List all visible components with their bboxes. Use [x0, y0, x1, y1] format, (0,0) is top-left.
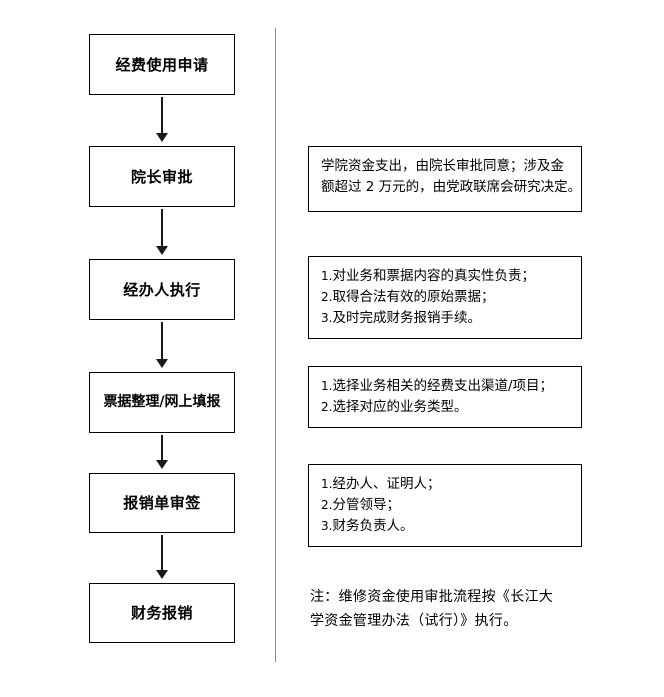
annotation-line-text: 学院资金支出，由院长审批同意；涉及金	[321, 158, 564, 174]
annotation-list-number: 1.	[321, 269, 333, 283]
annotation-line-text: 选择业务相关的经费支出渠道/项目；	[332, 378, 554, 394]
arrow-shaft	[161, 97, 163, 133]
annotation-line: 2.取得合法有效的原始票据；	[321, 287, 570, 308]
arrow-shaft	[161, 535, 163, 570]
flow-arrow-down-icon-1	[156, 97, 168, 142]
annotation-list-number: 1.	[321, 477, 333, 491]
process-box-label: 经办人执行	[123, 280, 201, 299]
annotation-line: 2.选择对应的业务类型。	[321, 397, 570, 418]
footnote-line-text: 注：维修资金使用审批流程按《长江大	[310, 589, 554, 605]
process-box-label: 报销单审签	[123, 494, 201, 512]
arrow-shaft	[161, 435, 163, 460]
arrow-head	[156, 246, 168, 255]
process-box-1: 经费使用申请	[89, 34, 235, 95]
annotation-list-number: 1.	[321, 379, 333, 393]
flow-arrow-down-icon-2	[156, 209, 168, 255]
process-box-5: 报销单审签	[89, 473, 235, 533]
arrow-shaft	[161, 322, 163, 359]
annotation-line: 额超过 2 万元的，由党政联席会研究决定。	[321, 177, 581, 198]
annotation-list-number: 2.	[321, 289, 333, 304]
annotation-line-text: 经办人、证明人；	[332, 476, 441, 492]
arrow-head	[156, 133, 168, 142]
process-box-3: 经办人执行	[89, 259, 235, 320]
annotation-line: 1.经办人、证明人；	[321, 474, 570, 495]
annotation-list-number: 3.	[321, 518, 333, 533]
annotation-line-text: 选择对应的业务类型。	[332, 398, 468, 415]
footnote-line-text: 学资金管理办法（试行）》执行。	[310, 612, 518, 629]
column-divider-line	[275, 28, 276, 662]
annotation-footnote: 注：维修资金使用审批流程按《长江大学资金管理办法（试行）》执行。	[310, 586, 590, 634]
process-box-label: 经费使用申请	[115, 55, 209, 74]
annotation-line: 3.财务负责人。	[321, 516, 570, 537]
annotation-line: 2.分管领导；	[321, 495, 570, 516]
flow-arrow-down-icon-5	[156, 535, 168, 579]
annotation-line: 学院资金支出，由院长审批同意；涉及金	[321, 156, 570, 177]
annotation-line: 1.对业务和票据内容的真实性负责；	[321, 266, 570, 287]
annotation-line-text: 分管领导；	[332, 496, 400, 513]
process-box-label: 票据整理/网上填报	[103, 394, 221, 411]
arrow-head	[156, 570, 168, 579]
process-box-2: 院长审批	[89, 146, 235, 207]
annotation-handler-duties: 1.对业务和票据内容的真实性负责；2.取得合法有效的原始票据；3.及时完成财务报…	[308, 256, 582, 339]
footnote-line: 注：维修资金使用审批流程按《长江大	[310, 586, 590, 610]
annotation-list-number: 2.	[321, 399, 333, 414]
flow-arrow-down-icon-4	[156, 435, 168, 469]
annotation-list-number: 2.	[321, 497, 333, 512]
annotation-line-text: 财务负责人。	[332, 517, 414, 534]
annotation-line-text: 取得合法有效的原始票据；	[332, 288, 495, 305]
annotation-list-number: 3.	[321, 310, 333, 325]
annotation-line-text: 额超过 2 万元的，由党政联席会研究决定。	[321, 178, 582, 195]
arrow-shaft	[161, 209, 163, 246]
arrow-head	[156, 359, 168, 368]
annotation-signatories: 1.经办人、证明人；2.分管领导；3.财务负责人。	[308, 464, 582, 547]
annotation-line: 3.及时完成财务报销手续。	[321, 308, 570, 329]
process-box-4: 票据整理/网上填报	[89, 372, 235, 433]
process-box-6: 财务报销	[89, 583, 235, 643]
annotation-line-text: 及时完成财务报销手续。	[332, 309, 481, 326]
arrow-head	[156, 460, 168, 469]
annotation-online-filing: 1.选择业务相关的经费支出渠道/项目；2.选择对应的业务类型。	[308, 366, 582, 428]
process-box-label: 院长审批	[130, 167, 193, 186]
process-box-label: 财务报销	[130, 604, 193, 622]
footnote-line: 学资金管理办法（试行）》执行。	[310, 610, 590, 634]
flow-arrow-down-icon-3	[156, 322, 168, 368]
annotation-line-text: 对业务和票据内容的真实性负责；	[332, 268, 535, 284]
annotation-dean-approval: 学院资金支出，由院长审批同意；涉及金额超过 2 万元的，由党政联席会研究决定。	[308, 146, 582, 212]
annotation-line: 1.选择业务相关的经费支出渠道/项目；	[321, 376, 570, 397]
